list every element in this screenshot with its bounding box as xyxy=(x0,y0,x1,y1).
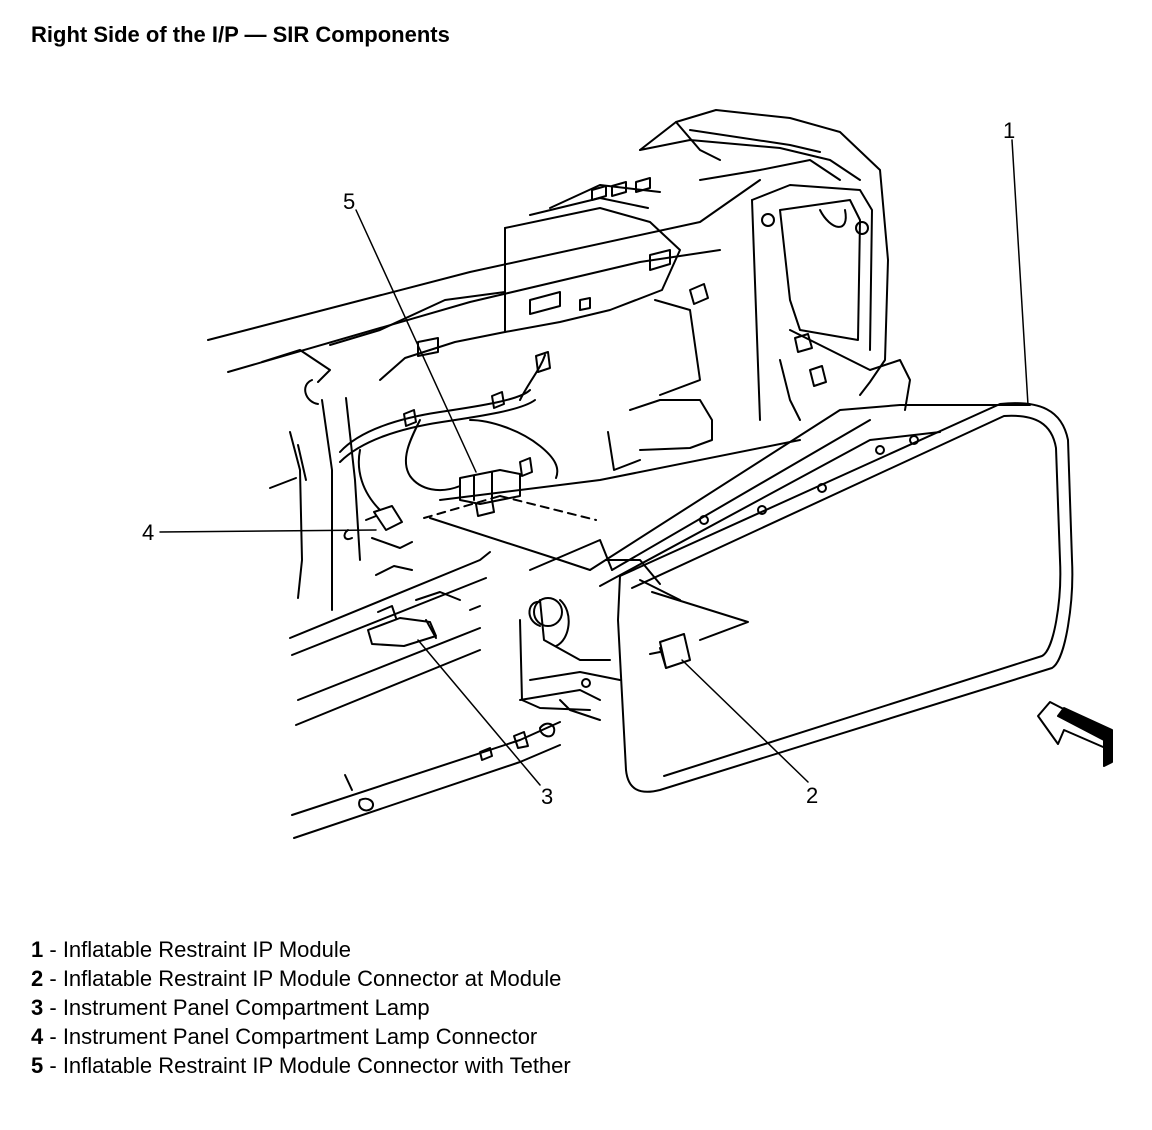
callout-number-2: 2 xyxy=(806,783,818,808)
legend-number: 2 xyxy=(31,966,44,991)
legend-separator: - xyxy=(43,1053,63,1078)
legend-separator: - xyxy=(43,966,63,991)
leader-line-2 xyxy=(681,659,809,783)
compartment-lamp xyxy=(367,605,437,647)
legend-item: 5 - Inflatable Restraint IP Module Conne… xyxy=(31,1051,571,1080)
airbag-module-body xyxy=(429,404,1031,721)
leader-line-5 xyxy=(355,209,477,473)
legend-label: Inflatable Restraint IP Module Connector… xyxy=(62,1053,571,1078)
page-title: Right Side of the I/P — SIR Components xyxy=(31,22,450,47)
lower-rails xyxy=(289,551,561,839)
legend-number: 1 xyxy=(31,937,44,962)
legend: 1 - Inflatable Restraint IP Module 2 - I… xyxy=(31,935,571,1080)
leader-line-4 xyxy=(159,529,377,533)
legend-item: 2 - Inflatable Restraint IP Module Conne… xyxy=(31,964,571,993)
view-direction-arrow-icon xyxy=(1037,701,1113,767)
legend-separator: - xyxy=(43,995,63,1020)
legend-number: 4 xyxy=(31,1024,44,1049)
wiring-harness xyxy=(339,351,559,511)
callout-number-1: 1 xyxy=(1003,118,1015,143)
sir-components-diagram: 1 2 3 4 5 xyxy=(142,109,1113,839)
legend-label: Inflatable Restraint IP Module Connector… xyxy=(62,966,562,991)
leader-lines xyxy=(159,139,1029,786)
left-side-panel xyxy=(269,379,361,611)
legend-label: Instrument Panel Compartment Lamp xyxy=(62,995,430,1020)
module-connector-with-tether xyxy=(459,469,521,517)
legend-item: 3 - Instrument Panel Compartment Lamp xyxy=(31,993,571,1022)
compartment-lamp-connector xyxy=(365,505,413,576)
projection-lines xyxy=(423,495,597,521)
dash-top-structure xyxy=(207,177,761,383)
legend-item: 4 - Instrument Panel Compartment Lamp Co… xyxy=(31,1022,571,1051)
airbag-module-cover xyxy=(617,402,1074,793)
legend-label: Instrument Panel Compartment Lamp Connec… xyxy=(62,1024,538,1049)
legend-number: 3 xyxy=(31,995,44,1020)
legend-separator: - xyxy=(43,1024,63,1049)
callout-number-4: 4 xyxy=(142,520,154,545)
leader-line-1 xyxy=(1011,139,1029,406)
module-connector-at-module xyxy=(649,633,691,669)
callout-number-5: 5 xyxy=(343,189,355,214)
legend-item: 1 - Inflatable Restraint IP Module xyxy=(31,935,571,964)
legend-separator: - xyxy=(43,937,63,962)
legend-number: 5 xyxy=(31,1053,44,1078)
right-support-bracket xyxy=(607,109,911,471)
callout-number-3: 3 xyxy=(541,784,553,809)
leader-line-3 xyxy=(417,639,541,786)
legend-label: Inflatable Restraint IP Module xyxy=(62,937,352,962)
